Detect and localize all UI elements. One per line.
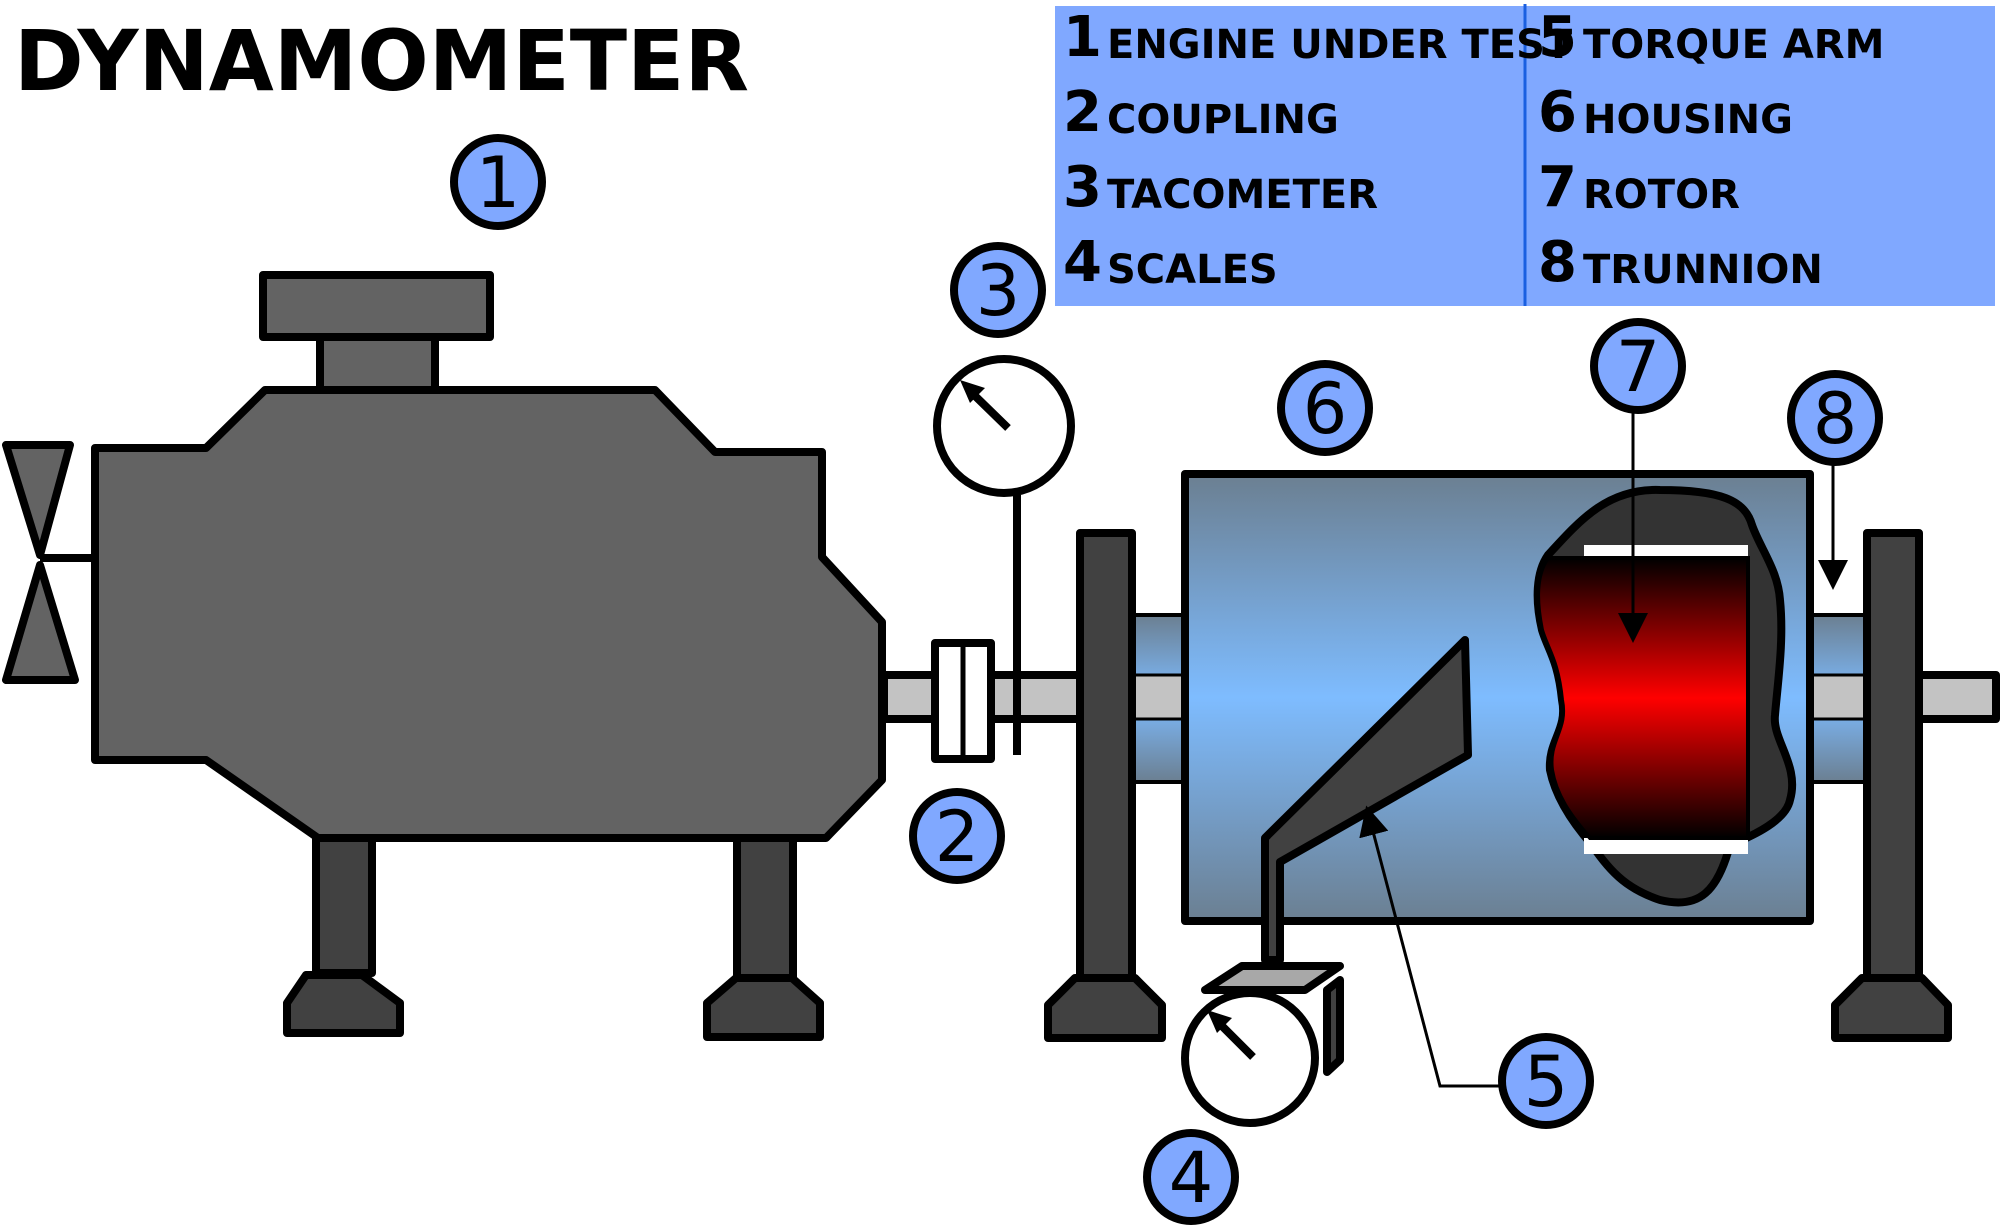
- callout-circle: [1498, 1033, 1594, 1129]
- engine-foot: [703, 974, 824, 1041]
- legend-number: 6: [1538, 80, 1577, 145]
- callout-number: 4: [1169, 1137, 1214, 1219]
- legend-label: TORQUE ARM: [1583, 22, 1884, 68]
- dyno-stand-left: [1044, 529, 1166, 1042]
- callout-1: 1: [450, 134, 546, 230]
- rotor-gap-bottom: [1584, 838, 1748, 854]
- stand-post: [1863, 529, 1923, 982]
- legend: 1 ENGINE UNDER TEST 2 COUPLING 3 TACOMET…: [1055, 4, 1995, 306]
- callout-5: 5: [1498, 1033, 1594, 1129]
- callout-3: 3: [950, 242, 1046, 338]
- callout-circle: [1590, 318, 1686, 414]
- legend-number: 4: [1063, 230, 1102, 295]
- engine-intake-cap: [259, 271, 494, 341]
- scale-needle-tip: [1207, 1010, 1232, 1033]
- legend-number: 8: [1538, 230, 1577, 295]
- callout-circle: [950, 242, 1046, 338]
- torque-arm: [1261, 636, 1472, 964]
- scale-side: [1323, 976, 1344, 1076]
- tacometer: [933, 355, 1075, 755]
- legend-label: ENGINE UNDER TEST: [1107, 22, 1573, 68]
- diagram-title: DYNAMOMETER: [14, 12, 749, 110]
- legend-label: COUPLING: [1107, 97, 1339, 143]
- engine-foot: [283, 971, 404, 1037]
- legend-number: 3: [1063, 155, 1102, 220]
- callout-number: 3: [976, 250, 1021, 332]
- tacometer-needle: [967, 388, 1011, 431]
- tacometer-needle-tip: [960, 380, 985, 403]
- legend-number: 7: [1538, 155, 1577, 220]
- scale-platform: [1201, 962, 1344, 994]
- stand-foot: [1044, 974, 1166, 1042]
- engine-leg: [312, 834, 376, 977]
- callout-circle: [1277, 360, 1373, 456]
- callout-circle: [909, 788, 1005, 884]
- callout-2: 2: [909, 788, 1005, 884]
- legend-number: 5: [1538, 5, 1577, 70]
- legend-number: 1: [1063, 5, 1102, 70]
- rotor-cutaway: [1533, 485, 1796, 907]
- stand-post: [1076, 529, 1136, 982]
- fan-blade-bottom: [2, 561, 79, 684]
- legend-label: TACOMETER: [1107, 172, 1378, 218]
- stand-foot: [1831, 974, 1952, 1042]
- legend-label: TRUNNION: [1583, 247, 1823, 293]
- legend-label: ROTOR: [1583, 172, 1740, 218]
- engine-under-test: [2, 271, 886, 1041]
- callout-8: 8: [1787, 370, 1883, 466]
- callout-circle: [1143, 1129, 1239, 1225]
- engine-body: [91, 386, 886, 842]
- callout-number: 5: [1524, 1041, 1569, 1123]
- legend-number: 2: [1063, 80, 1102, 145]
- legend-label: SCALES: [1107, 247, 1278, 293]
- shaft-segment: [1808, 673, 1869, 721]
- callout-number: 8: [1813, 378, 1858, 460]
- callout-number: 2: [935, 796, 980, 878]
- callout-number: 6: [1303, 368, 1348, 450]
- dyno-stand-right: [1831, 529, 1952, 1042]
- shaft-segment: [1130, 673, 1187, 721]
- engine-leg: [733, 834, 797, 982]
- fan-blade-top: [2, 441, 74, 559]
- legend-label: HOUSING: [1583, 97, 1793, 143]
- callout-number: 1: [476, 142, 521, 224]
- scales: [1181, 962, 1344, 1127]
- callout-circle: [450, 134, 546, 230]
- callout-7: 7: [1590, 318, 1686, 414]
- callout-6: 6: [1277, 360, 1373, 456]
- leader-line-torque-arm: [1359, 805, 1502, 1088]
- callout-4: 4: [1143, 1129, 1239, 1225]
- callout-number: 7: [1616, 326, 1661, 408]
- callout-circle: [1787, 370, 1883, 466]
- rotor: [1536, 556, 1750, 840]
- coupling: [931, 639, 995, 763]
